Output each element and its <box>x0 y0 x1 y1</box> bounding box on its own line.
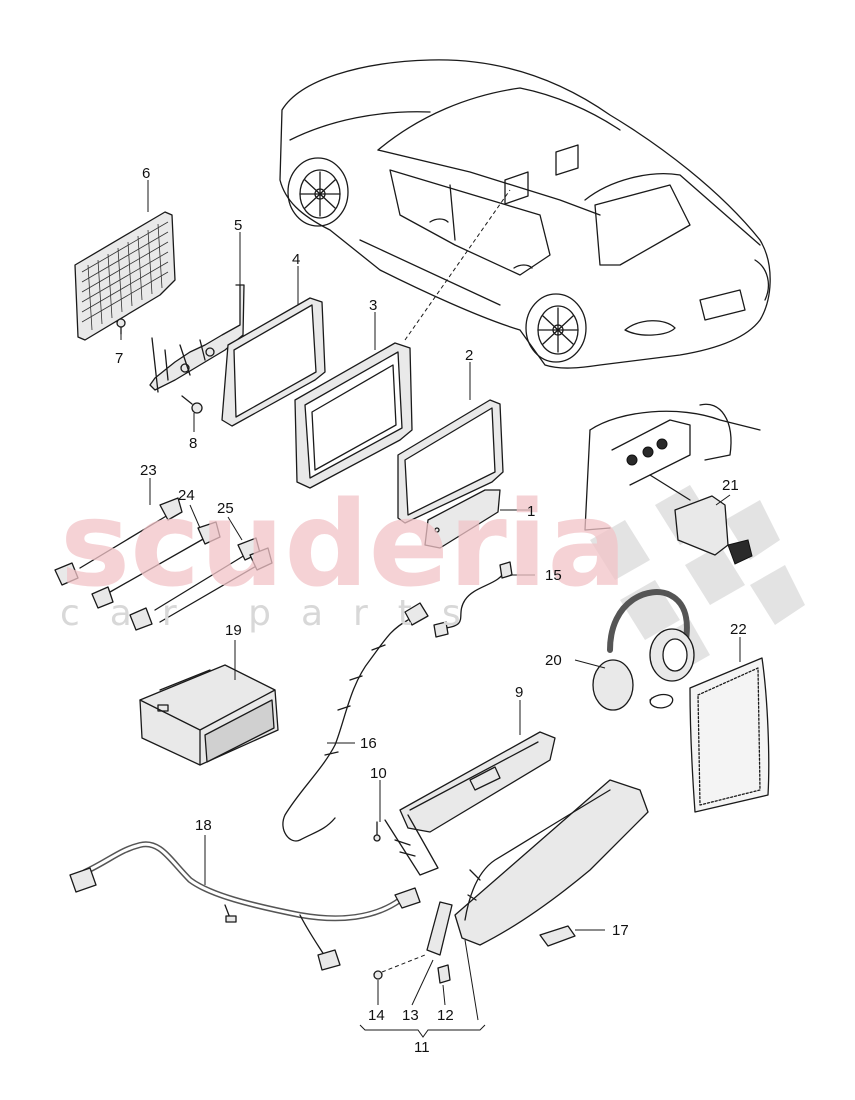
part-19-media-box <box>139 664 279 766</box>
callout-8: 8 <box>189 435 197 452</box>
callout-7: 7 <box>115 350 123 367</box>
part-13-plate <box>426 901 453 956</box>
part-20-headphones <box>592 589 695 711</box>
part-9-seat-back-panel <box>384 731 556 876</box>
callout-labels: 6 5 4 3 2 1 7 8 9 10 11 12 13 14 15 16 1… <box>115 165 747 1056</box>
part-4-frame <box>221 297 326 427</box>
part-3-screen-housing <box>294 342 413 489</box>
callout-13: 13 <box>402 1007 419 1024</box>
part-11-console-cover <box>454 779 649 946</box>
part-25-cable <box>129 537 273 631</box>
callout-24: 24 <box>178 487 195 504</box>
callout-11: 11 <box>414 1039 430 1056</box>
part-16-harness <box>282 602 429 842</box>
callout-25: 25 <box>217 500 234 517</box>
part-8-bolt <box>181 395 203 414</box>
part-21-connector-area <box>584 403 761 565</box>
callout-19: 19 <box>225 622 242 639</box>
part-2-display <box>397 399 504 524</box>
part-10-screw <box>373 821 381 842</box>
car-position-dashed-line <box>404 189 511 341</box>
part-22-pouch <box>689 657 770 813</box>
part-14-screw <box>373 954 426 980</box>
part-7-screw <box>116 318 126 335</box>
part-18-harness <box>69 841 421 971</box>
callout-15: 15 <box>545 567 562 584</box>
part-17-switch <box>539 925 576 947</box>
callout-10: 10 <box>370 765 387 782</box>
callout-12: 12 <box>437 1007 454 1024</box>
callout-18: 18 <box>195 817 212 834</box>
callout-5: 5 <box>234 217 242 234</box>
part-12-clip <box>437 964 451 984</box>
callout-9: 9 <box>515 684 523 701</box>
callout-14: 14 <box>368 1007 385 1024</box>
callout-23: 23 <box>140 462 157 479</box>
watermark-tagline: car parts <box>60 593 491 634</box>
car-illustration <box>279 59 771 369</box>
callout-3: 3 <box>369 297 377 314</box>
callout-4: 4 <box>292 251 300 268</box>
callout-22: 22 <box>730 621 747 638</box>
callout-1: 1 <box>527 503 535 520</box>
part-24-cable <box>91 521 221 609</box>
part-1-control-tray <box>424 489 501 549</box>
leader-lines <box>120 180 741 1038</box>
part-23-cable <box>54 497 183 586</box>
callout-21: 21 <box>722 477 739 494</box>
part-15-harness <box>433 561 513 638</box>
callout-6: 6 <box>142 165 150 182</box>
watermark-brand: scuderia <box>60 475 627 613</box>
part-6-grille-cover <box>74 211 176 341</box>
callout-17: 17 <box>612 922 629 939</box>
callout-2: 2 <box>465 347 473 364</box>
callout-16: 16 <box>360 735 377 752</box>
callout-20: 20 <box>545 652 562 669</box>
